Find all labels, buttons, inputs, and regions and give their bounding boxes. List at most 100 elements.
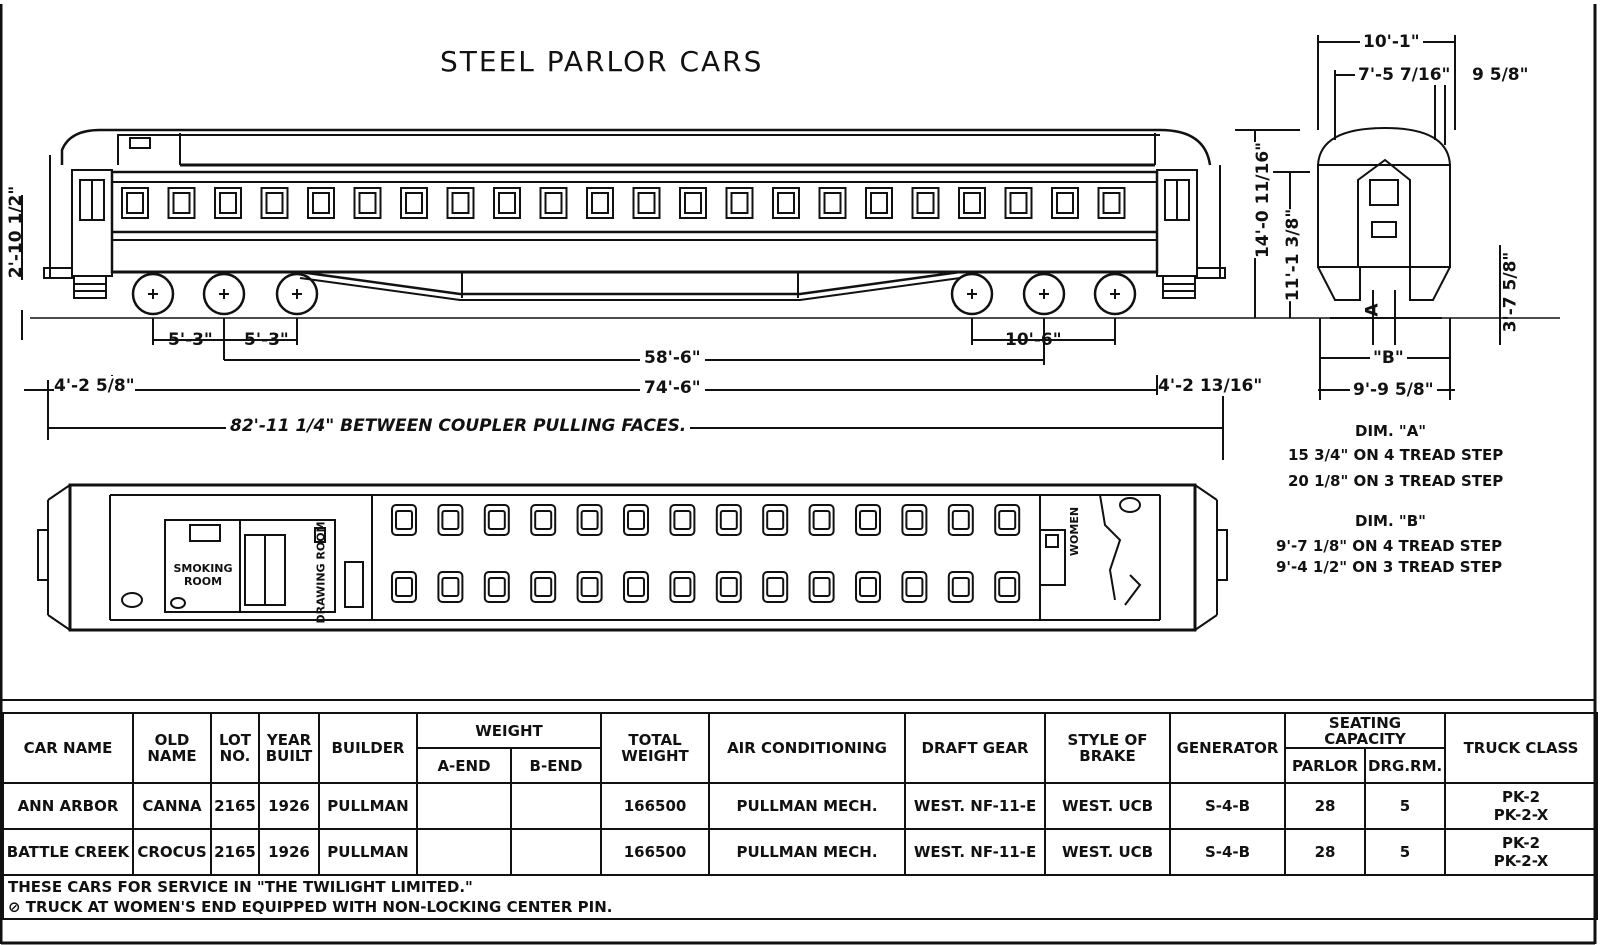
parlor-chair: [947, 571, 974, 603]
overhang-right: 4'-2 13/16": [1158, 376, 1263, 396]
window: [539, 187, 568, 219]
window: [586, 187, 614, 219]
truck-spacing-1: 5'-3": [168, 330, 213, 350]
window: [167, 187, 196, 219]
truck-spacing-2: 5'-3": [244, 330, 289, 350]
cell-lot-no: 2165: [210, 828, 260, 876]
window: [493, 187, 521, 219]
floor-plan: [37, 483, 1228, 632]
parlor-chair: [391, 571, 417, 603]
truck-centers: 58'-6": [640, 348, 705, 368]
window: [260, 187, 289, 219]
parlor-chair: [530, 504, 557, 536]
truck-class-1: PK-2: [1502, 788, 1541, 806]
cell-air-conditioning: PULLMAN MECH.: [708, 828, 907, 876]
parlor-chair: [715, 504, 742, 536]
window: [818, 187, 847, 219]
parlor-chair: [994, 571, 1021, 603]
window: [725, 187, 754, 219]
parlor-chair: [762, 571, 789, 603]
parlor-chair: [483, 571, 510, 603]
window: [865, 187, 893, 219]
header-total-weight: TOTAL WEIGHT: [600, 712, 711, 784]
header-draft-gear: DRAFT GEAR: [904, 712, 1047, 784]
dim-a-marker: A: [1362, 303, 1383, 317]
cell-builder: PULLMAN: [318, 782, 418, 830]
parlor-chair: [901, 571, 928, 603]
header-style-of-brake: STYLE OF BRAKE: [1044, 712, 1172, 784]
end-inner-width: 7'-5 7/16": [1355, 65, 1454, 85]
truck-class-1: PK-2: [1502, 834, 1541, 852]
cell-b-end: [509, 828, 603, 876]
header-lot-no: LOT NO.: [210, 712, 260, 784]
step-width: 9'-9 5/8": [1350, 380, 1437, 400]
window: [400, 187, 428, 219]
women-label: WOMEN: [1068, 506, 1082, 557]
body-length: 74'-6": [640, 378, 705, 398]
parlor-chair: [437, 571, 464, 603]
cell-b-end: [509, 782, 603, 830]
parlor-chair: [762, 504, 789, 536]
cell-generator: S-4-B: [1169, 782, 1287, 830]
cell-draft-gear: WEST. NF-11-E: [904, 782, 1047, 830]
table-footnotes: THESE CARS FOR SERVICE IN "THE TWILIGHT …: [1, 874, 1599, 920]
parlor-chair: [994, 504, 1021, 536]
truck-class-2: PK-2-X: [1493, 806, 1549, 824]
cell-generator: S-4-B: [1169, 828, 1287, 876]
dim-a-title: DIM. "A": [1355, 422, 1427, 440]
wheel: [202, 272, 246, 316]
overall-height: 14'-0 11/16": [1253, 141, 1274, 259]
parlor-chair: [623, 504, 649, 536]
cell-old-name: CANNA: [132, 782, 212, 830]
wheel: [131, 272, 175, 316]
parlor-chair: [437, 504, 464, 536]
cell-lot-no: 2165: [210, 782, 260, 830]
wheel: [275, 272, 319, 316]
parlor-chair: [669, 504, 696, 536]
window: [446, 187, 475, 219]
window: [307, 187, 335, 219]
parlor-chair: [808, 504, 835, 536]
parlor-chair: [855, 571, 881, 603]
truck-spacing-3: 10'-6": [1005, 330, 1062, 350]
footnote-1: THESE CARS FOR SERVICE IN "THE TWILIGHT …: [8, 878, 473, 896]
header-a-end: A-END: [416, 747, 512, 784]
end-height: 2'-10 1/2": [6, 185, 27, 279]
cell-draft-gear: WEST. NF-11-E: [904, 828, 1047, 876]
parlor-chair: [576, 571, 603, 603]
window: [958, 187, 986, 219]
table-row: BATTLE CREEK CROCUS 2165 1926 PULLMAN 16…: [2, 828, 1599, 876]
cell-style-of-brake: WEST. UCB: [1044, 828, 1172, 876]
end-overall-width: 10'-1": [1360, 32, 1423, 52]
header-old-name: OLD NAME: [132, 712, 212, 784]
dim-a-line2: 20 1/8" ON 3 TREAD STEP: [1288, 472, 1504, 490]
cell-car-name: ANN ARBOR: [2, 782, 134, 830]
smoking-room-label: SMOKING ROOM: [173, 562, 233, 588]
dim-b-line1: 9'-7 1/8" ON 4 TREAD STEP: [1276, 537, 1503, 555]
cell-air-conditioning: PULLMAN MECH.: [708, 782, 907, 830]
cell-year-built: 1926: [258, 782, 320, 830]
parlor-chair: [901, 504, 928, 536]
parlor-chair: [947, 504, 974, 536]
window: [353, 187, 382, 219]
wheel: [950, 272, 994, 316]
step-height: 3'-7 5/8": [1500, 251, 1521, 333]
header-drg-rm: DRG.RM.: [1364, 747, 1447, 784]
cell-drg-rm: 5: [1364, 828, 1447, 876]
dim-b-marker: "B": [1370, 348, 1407, 368]
overhang-left: 4'-2 5/8": [54, 376, 135, 396]
truck-class-2: PK-2-X: [1493, 852, 1549, 870]
cell-year-built: 1926: [258, 828, 320, 876]
window: [121, 187, 149, 219]
parlor-chair: [808, 571, 835, 603]
header-builder: BUILDER: [318, 712, 418, 784]
coupler-length: 82'-11 1/4" BETWEEN COUPLER PULLING FACE…: [226, 416, 691, 436]
cell-total-weight: 166500: [600, 782, 711, 830]
header-air-conditioning: AIR CONDITIONING: [708, 712, 907, 784]
window: [1051, 187, 1079, 219]
header-generator: GENERATOR: [1169, 712, 1287, 784]
window: [214, 187, 242, 219]
